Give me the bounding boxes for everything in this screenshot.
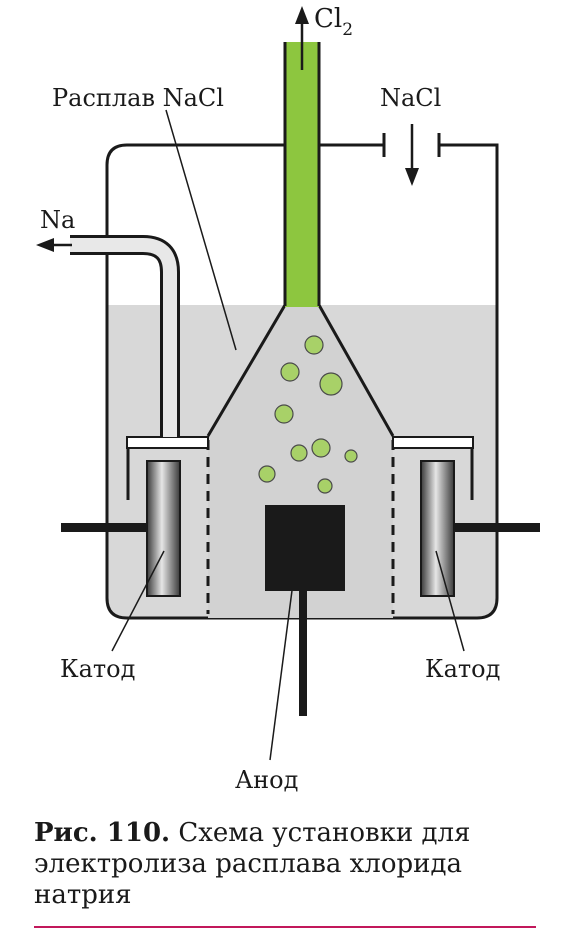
bubble: [344, 449, 358, 463]
caption-text: Схема установки для электролиза расплава…: [34, 818, 471, 910]
nacl-feed-arrowhead-icon: [405, 168, 419, 186]
anode: [265, 505, 345, 591]
anode-hood-outline: [206, 304, 395, 437]
anode-label: Анод: [235, 766, 298, 794]
bubble: [280, 362, 300, 382]
cathode-left-rod: [61, 523, 149, 532]
cathode-right-rod: [452, 523, 540, 532]
caption-underline: [34, 926, 536, 928]
collector-right: [392, 436, 474, 449]
bubble: [274, 404, 294, 424]
chlorine-tube: [285, 42, 319, 307]
melt-leader: [165, 109, 237, 351]
anode-hood: [208, 305, 393, 618]
anode-rod: [299, 590, 307, 716]
figure-number: Рис. 110.: [34, 818, 171, 848]
sodium-pipe-inner: [70, 238, 177, 437]
cathode-left-leader: [111, 550, 165, 652]
figure-caption: Рис. 110. Схема установки для электролиз…: [34, 818, 554, 911]
bubble: [311, 438, 331, 458]
vessel: [105, 143, 499, 620]
cl2-label: Cl2: [314, 4, 353, 40]
sodium-arrowhead-icon: [36, 238, 54, 252]
cathode-right-label: Катод: [425, 655, 500, 683]
cathode-left-label: Катод: [60, 655, 135, 683]
bubble: [319, 372, 343, 396]
chlorine-arrowhead-icon: [295, 6, 309, 24]
anode-leader: [269, 551, 298, 761]
bubble: [258, 465, 276, 483]
chlorine-bubbles: [258, 335, 358, 494]
electrolysis-diagram: Cl2 Расплав NaCl NaCl Na Катод Катод Ано…: [36, 4, 540, 794]
melt-label: Расплав NaCl: [52, 84, 224, 112]
bubble: [304, 335, 324, 355]
nacl-input-label: NaCl: [380, 84, 441, 112]
bubble: [290, 444, 308, 462]
bubble: [317, 478, 333, 494]
cathode-right-leader: [435, 550, 465, 652]
sodium-label: Na: [40, 206, 75, 234]
collector-left: [126, 436, 209, 449]
cathode-right: [420, 460, 455, 597]
